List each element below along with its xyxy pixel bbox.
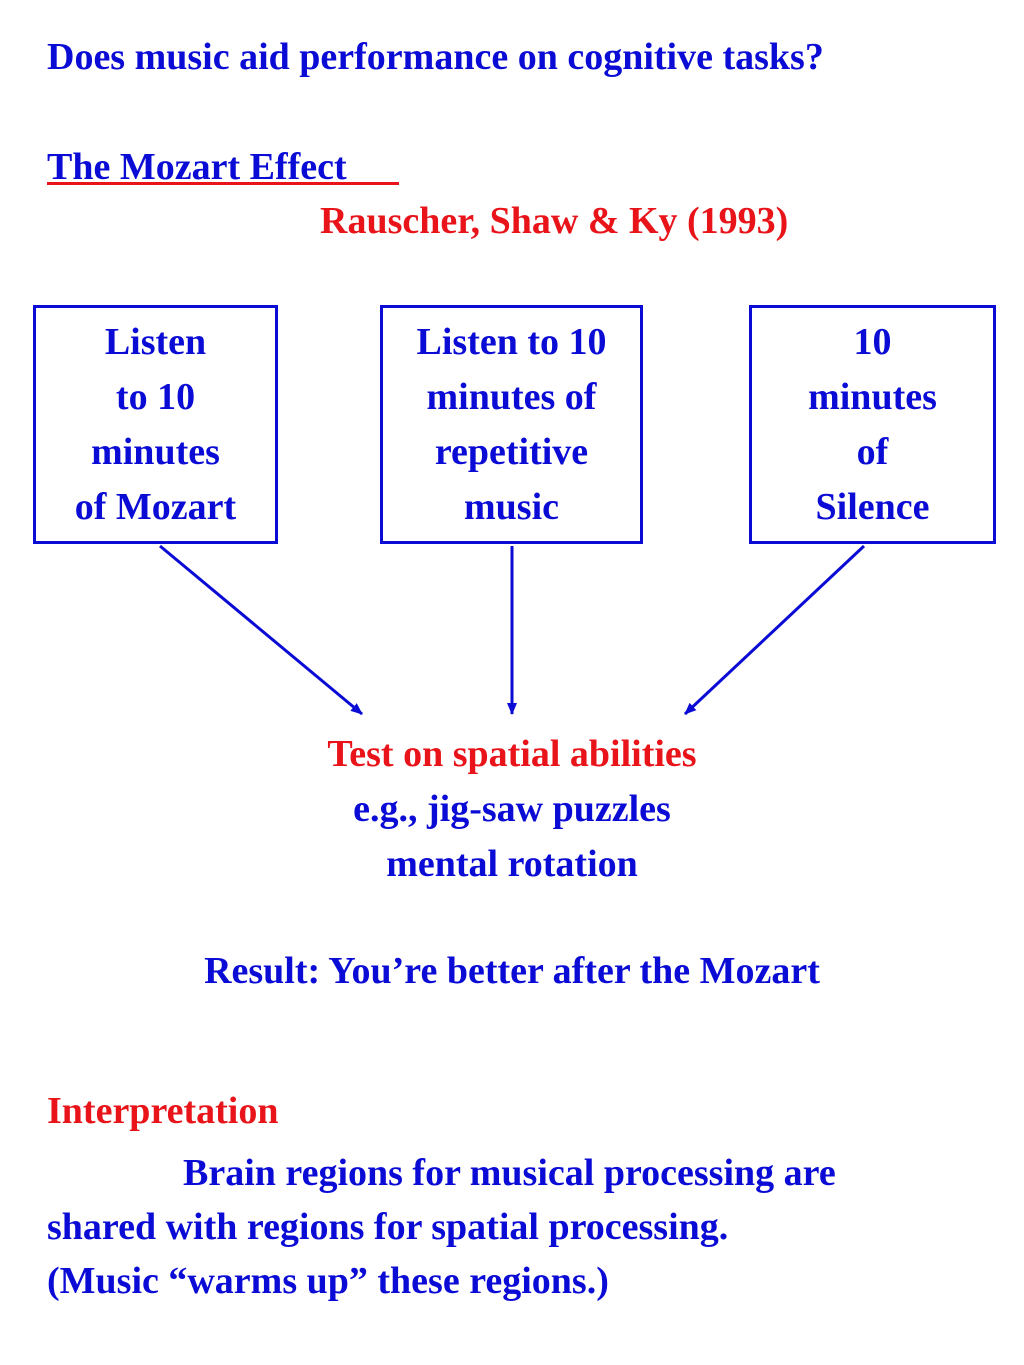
- arrow-mozart-to-test: [159, 544, 363, 716]
- condition-line: of Mozart: [74, 485, 237, 528]
- condition-line: minutes of: [426, 375, 597, 418]
- condition-line: Listen: [104, 320, 207, 363]
- interpretation-line: (Music “warms up” these regions.): [47, 1260, 609, 1302]
- condition-line: of: [856, 430, 889, 473]
- condition-line: music: [464, 485, 559, 528]
- interpretation-text: Brain regions for musical processing are…: [47, 1146, 836, 1308]
- citation: Rauscher, Shaw & Ky (1993): [320, 200, 789, 242]
- result-text: Result: You’re better after the Mozart: [0, 944, 1024, 999]
- test-example: mental rotation: [386, 843, 638, 885]
- section-heading: The Mozart Effect: [47, 146, 347, 188]
- condition-line: Listen to 10: [416, 320, 607, 363]
- condition-box-silence: 10 minutes of Silence: [749, 305, 996, 544]
- condition-line: 10: [853, 320, 892, 363]
- condition-line: Silence: [815, 485, 930, 528]
- result-line: Result: You’re better after the Mozart: [204, 950, 820, 992]
- question-title: Does music aid performance on cognitive …: [47, 36, 824, 78]
- condition-line: minutes: [808, 375, 937, 418]
- test-block: Test on spatial abilities e.g., jig-saw …: [0, 727, 1024, 892]
- interpretation-line: shared with regions for spatial processi…: [47, 1206, 729, 1248]
- test-example: e.g., jig-saw puzzles: [353, 788, 671, 830]
- condition-box-repetitive: Listen to 10 minutes of repetitive music: [380, 305, 643, 544]
- interpretation-line: Brain regions for musical processing are: [183, 1152, 836, 1194]
- condition-line: minutes: [91, 430, 220, 473]
- heading-underline: [47, 182, 399, 185]
- test-title: Test on spatial abilities: [327, 733, 697, 775]
- condition-line: to 10: [115, 375, 196, 418]
- condition-box-mozart: Listen to 10 minutes of Mozart: [33, 305, 278, 544]
- condition-line: repetitive: [434, 430, 589, 473]
- interpretation-title: Interpretation: [47, 1090, 279, 1132]
- arrow-silence-to-test: [683, 544, 866, 716]
